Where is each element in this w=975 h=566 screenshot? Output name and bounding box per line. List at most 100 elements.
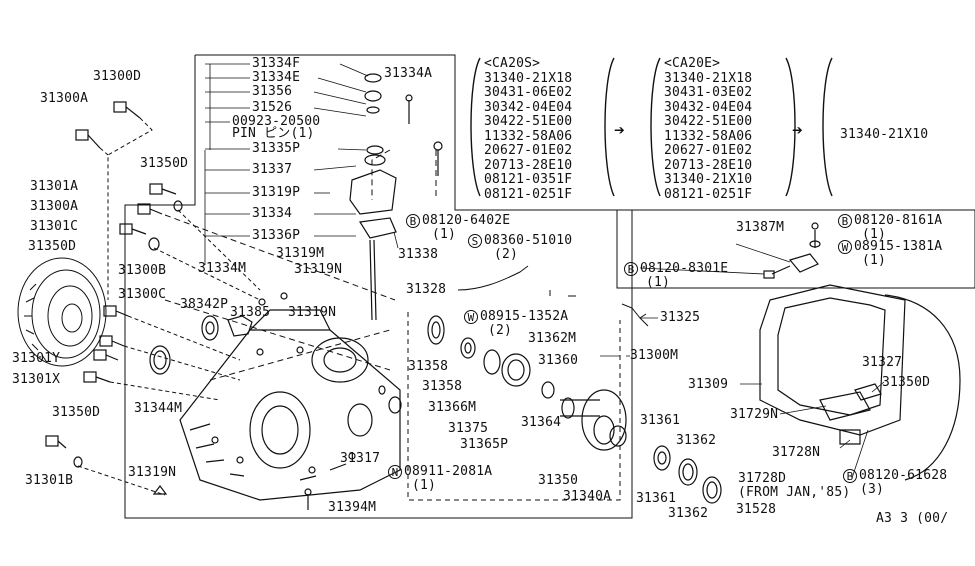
bolt-mark-icon: B	[843, 469, 857, 483]
harness	[457, 265, 576, 297]
label-31317: 31317	[340, 451, 381, 466]
label-31526: 31526	[252, 100, 293, 115]
label-31366M: 31366M	[428, 400, 477, 415]
label-31334E: 31334E	[252, 70, 301, 85]
ca20s-part: 30422-51E00	[484, 114, 573, 129]
label-31729N: 31729N	[730, 407, 779, 422]
bolts-left	[45, 101, 183, 468]
label-31362M: 31362M	[528, 331, 577, 346]
label-31528: 31528	[736, 502, 777, 517]
label-31356: 31356	[252, 84, 293, 99]
label-31319P: 31319P	[252, 185, 301, 200]
bolt-mark-icon: B	[406, 214, 420, 228]
label-31309: 31309	[688, 377, 729, 392]
label-31300A: 31300A	[40, 91, 89, 106]
label-31301X: 31301X	[12, 372, 61, 387]
label-31334F: 31334F	[252, 56, 301, 71]
ca20s-part: 20713-28E10	[484, 157, 573, 173]
label-31301B: 31301B	[25, 473, 74, 488]
ca20e-part: 31340-21X18	[664, 70, 753, 86]
label-31375: 31375	[448, 421, 489, 436]
inset-parts	[763, 222, 821, 279]
label-31362-a: 31362	[676, 433, 717, 448]
label-38342P: 38342P	[180, 297, 229, 312]
bolt-mark-icon: B	[624, 262, 638, 276]
ca20e-title: <CA20E>	[664, 56, 721, 71]
nut-mark-icon: N	[388, 465, 402, 479]
label-31350D-c: 31350D	[52, 405, 101, 420]
label-31350D-b: 31350D	[28, 239, 77, 254]
label-31301C: 31301C	[30, 219, 79, 234]
label-31394M: 31394M	[328, 500, 377, 515]
label-31337: 31337	[252, 162, 293, 177]
ca20s-part: 20627-01E02	[484, 143, 573, 158]
ca20s-part: 08121-0351F	[484, 172, 573, 187]
supersession-ca20e: <CA20E> 31340-21X18 30431-03E02 30432-04…	[664, 56, 753, 202]
label-31344M: 31344M	[134, 401, 183, 416]
label-31300A-mid: 31300A	[30, 199, 79, 214]
shaft-parts	[152, 292, 722, 510]
label-31338: 31338	[398, 247, 439, 262]
label-08915-1381A-qty: (1)	[862, 253, 887, 268]
dashed-box-right	[407, 312, 621, 501]
screw-mark-icon: S	[468, 234, 482, 248]
label-31387M: 31387M	[736, 220, 785, 235]
label-31358-a: 31358	[408, 359, 449, 374]
sensor	[621, 303, 649, 327]
label-31334A: 31334A	[384, 66, 433, 81]
label-31340A: 31340A	[563, 489, 612, 504]
valve-body	[349, 73, 443, 321]
supersession-final: 31340-21X10	[840, 127, 929, 142]
label-31300M: 31300M	[630, 348, 679, 363]
label-31361-b: 31361	[636, 491, 677, 506]
ca20e-part: 30432-04E04	[664, 99, 753, 115]
label-31327: 31327	[862, 355, 903, 370]
ca20s-part: 08121-0251F	[484, 186, 573, 202]
ca20s-title: <CA20S>	[484, 56, 541, 71]
label-31319N-b: 31319N	[288, 305, 337, 320]
label-31728N: 31728N	[772, 445, 821, 460]
supersession-ca20s: <CA20S> 31340-21X18 30431-06E02 30342-04…	[484, 56, 573, 202]
label-31336P: 31336P	[252, 228, 301, 243]
label-31358-b: 31358	[422, 379, 463, 394]
label-31350: 31350	[538, 473, 579, 488]
ca20e-part: 20713-28E10	[664, 157, 753, 173]
label-08120-8301E-qty: (1)	[646, 275, 671, 290]
label-31335P: 31335P	[252, 141, 301, 156]
label-31319N-bottom: 31319N	[128, 465, 177, 480]
ca20s-part: 11332-58A06	[484, 128, 573, 144]
ca20e-part: 20627-01E02	[664, 143, 753, 158]
label-31361-a: 31361	[640, 413, 681, 428]
arrow-right-icon: ➔	[614, 120, 626, 141]
label-31364: 31364	[521, 415, 562, 430]
label-31350D: 31350D	[140, 156, 189, 171]
label-31300D: 31300D	[93, 69, 142, 84]
torque-converter	[17, 257, 107, 367]
ca20e-part: 31340-21X10	[664, 172, 753, 187]
inset-frame	[616, 209, 975, 289]
label-31728D: 31728D	[738, 471, 787, 486]
bolt-mark-icon: B	[838, 214, 852, 228]
supersession-arrows	[470, 57, 833, 197]
label-31301Y: 31301Y	[12, 351, 61, 366]
washer-mark-icon: W	[838, 240, 852, 254]
leaders-left	[77, 117, 261, 496]
ca20s-part: 30431-06E02	[484, 85, 573, 100]
main-frame	[124, 54, 633, 519]
label-31334M: 31334M	[198, 261, 247, 276]
label-31360: 31360	[538, 353, 579, 368]
arrow-right-icon: ➔	[792, 120, 804, 141]
label-08120-8161A-qty: (1)	[862, 227, 887, 242]
ca20s-part: 31340-21X18	[484, 70, 573, 86]
label-31319N: 31319N	[294, 262, 343, 277]
label-31300C: 31300C	[118, 287, 167, 302]
ca20s-part: 30342-04E04	[484, 99, 573, 115]
